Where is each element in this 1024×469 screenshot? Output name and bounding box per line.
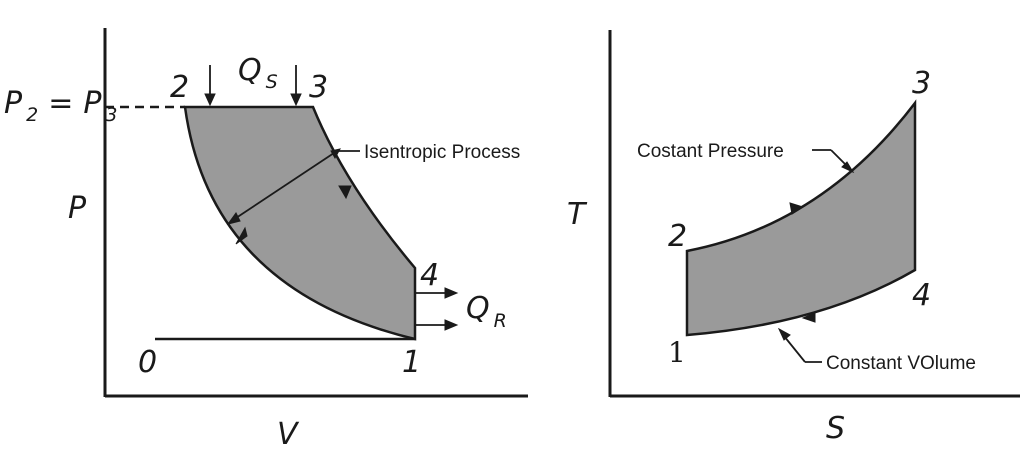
isentropic-process-label: Isentropic Process (364, 142, 520, 163)
pv-point-4-label: 4 (420, 258, 439, 293)
volume-leader-diagonal (783, 335, 806, 363)
qs-arrow-left-head (204, 93, 216, 107)
qs-arrow-right-head (290, 93, 302, 107)
pv-expansion-direction-arrow (338, 185, 352, 200)
pv-point-2-label: 2 (170, 70, 189, 105)
qr-arrow-bottom-head (444, 319, 459, 331)
pv-diagram: P V P 2 = P 3 Q S Q R 0 1 2 3 4 Isentrop… (4, 28, 528, 452)
qr-subscript: R (494, 310, 507, 332)
qs-symbol: Q (238, 53, 262, 88)
p2-symbol: P (4, 86, 23, 121)
pressure-equality-label: P 2 = P 3 (4, 86, 118, 126)
isentropic-leader-head (226, 212, 241, 225)
pv-point-0-label: 0 (138, 345, 157, 380)
pv-y-axis-label: P (68, 191, 87, 226)
volume-leader-head (777, 327, 791, 341)
ts-point-3-label: 3 (912, 66, 931, 101)
ts-point-1-label: 1 (668, 336, 686, 369)
equals-sign: = (48, 86, 73, 121)
ts-x-axis-label: S (826, 411, 845, 446)
pv-point-3-label: 3 (309, 70, 328, 105)
qr-arrow-top-head (444, 287, 459, 299)
qs-subscript: S (266, 71, 278, 93)
ts-point-2-label: 2 (668, 219, 687, 254)
pv-x-axis-label: V (277, 417, 300, 452)
p3-symbol: P (83, 86, 102, 121)
ts-point-4-label: 4 (912, 278, 931, 313)
ts-cooling-direction-arrow (801, 312, 816, 323)
qs-label: Q S (238, 53, 278, 93)
p2-subscript: 2 (26, 104, 38, 126)
qr-symbol: Q (466, 291, 490, 326)
constant-volume-label: Constant VOlume (826, 353, 976, 374)
qr-label: Q R (466, 291, 507, 332)
ts-cycle-region (685, 99, 917, 337)
p3-subscript: 3 (105, 104, 117, 126)
isentropic-leader-diagonal (235, 150, 338, 219)
isentropic-leader-upper-head (330, 148, 341, 160)
ts-heating-direction-arrow (789, 202, 805, 215)
pressure-leader-head (841, 161, 855, 174)
ts-diagram: T S 1 2 3 4 Costant Pressure Constant VO… (567, 30, 1020, 446)
ts-y-axis-label: T (567, 197, 588, 232)
pv-compression-direction-arrow (235, 226, 248, 245)
pv-point-1-label: 1 (402, 345, 421, 380)
pv-cycle-region (183, 105, 417, 341)
constant-pressure-label: Costant Pressure (637, 141, 784, 162)
